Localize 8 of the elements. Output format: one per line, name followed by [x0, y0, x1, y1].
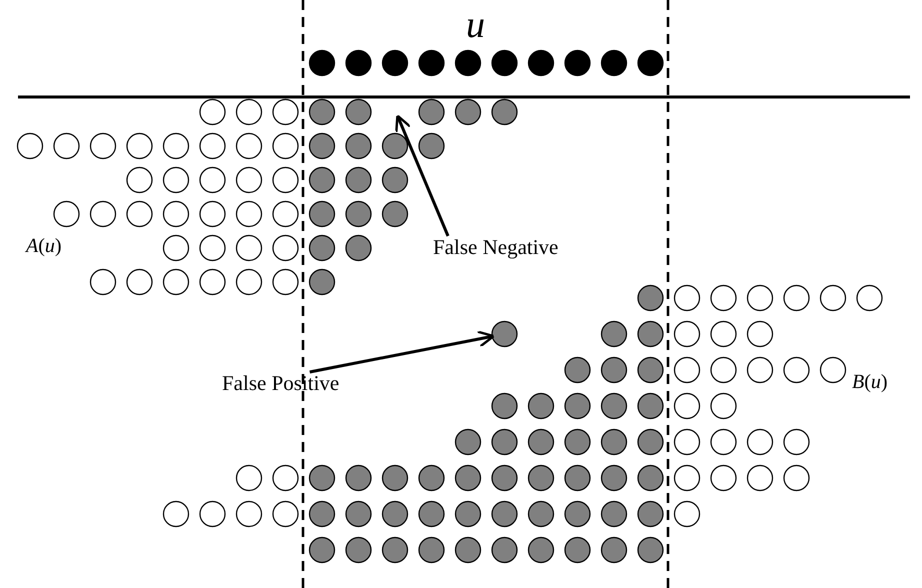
- set-label: B(u): [852, 372, 888, 392]
- variable-label: u: [466, 6, 485, 44]
- leader-arrow: [309, 330, 495, 374]
- annotation-text: False Negative: [433, 237, 558, 258]
- leader-arrow: [395, 114, 450, 237]
- set-label: A(u): [26, 236, 62, 256]
- annotation-text: False Positive: [222, 373, 340, 394]
- highlighted-dot: [491, 320, 518, 348]
